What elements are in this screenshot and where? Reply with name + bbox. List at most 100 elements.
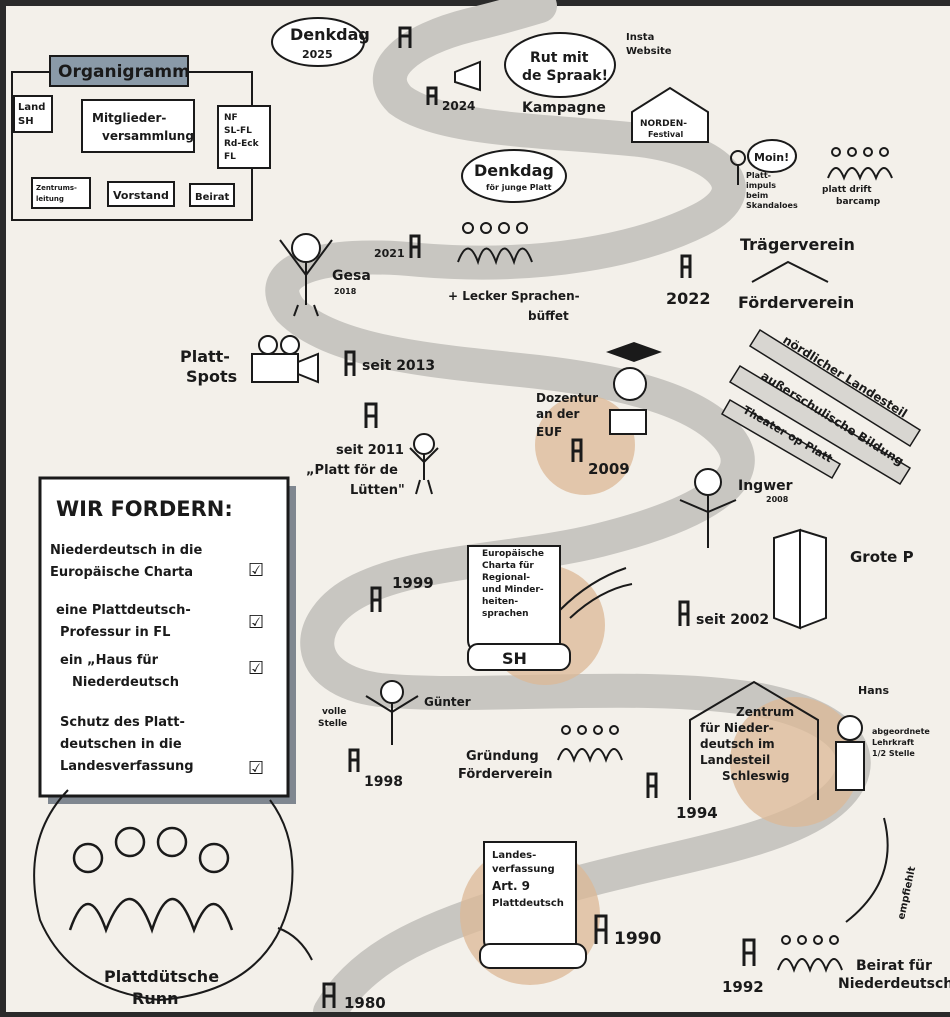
campaign: Rut mit de Spraak! 2024 Kampagne Insta W… bbox=[426, 32, 709, 143]
org-vorstand-label: Vorstand bbox=[113, 189, 169, 202]
festival-name: NORDEN- bbox=[640, 119, 687, 129]
insta-label: Insta bbox=[626, 32, 654, 43]
buffet-line2: büffet bbox=[528, 309, 569, 323]
people-group-icon bbox=[457, 222, 533, 266]
ingwer-name: Ingwer bbox=[738, 478, 793, 494]
book-icon bbox=[773, 528, 827, 630]
dozentur-line2: an der bbox=[536, 407, 580, 421]
chair-icon bbox=[571, 438, 583, 462]
year-2022: 2022 bbox=[666, 289, 711, 308]
festival-label: Festival bbox=[648, 130, 684, 139]
landesverfassung-scroll: Landes- verfassung Art. 9 Plattdeutsch bbox=[479, 841, 587, 969]
charta-line2: Charta für bbox=[482, 561, 534, 571]
zentrum-line4: Landesteil bbox=[700, 753, 770, 767]
person-icon bbox=[837, 715, 863, 741]
people-group-icon bbox=[68, 826, 234, 934]
charta-line4: und Minder- bbox=[482, 585, 544, 595]
megaphone-icon bbox=[454, 60, 481, 92]
guenter-name: Günter bbox=[424, 695, 471, 709]
hans-text-3: 1/2 Stelle bbox=[872, 749, 915, 758]
chair-icon bbox=[646, 772, 658, 798]
gesa-year: 2018 bbox=[334, 287, 357, 296]
festival-tent-icon bbox=[631, 86, 709, 143]
demand-4-line2: deutschen in die bbox=[60, 737, 182, 752]
checkbox-1: ☑ bbox=[248, 560, 264, 581]
zentrum-line3: deutsch im bbox=[700, 737, 775, 751]
dozentur-line3: EUF bbox=[536, 425, 562, 439]
demand-4-line3: Landesverfassung bbox=[60, 759, 194, 774]
person-icon bbox=[694, 468, 722, 496]
year-2021: 2021 bbox=[374, 247, 405, 260]
seit-2011-line2: „Platt för de bbox=[306, 463, 398, 478]
ingwer-year: 2008 bbox=[766, 495, 789, 504]
zentrum-line1: Zentrum bbox=[736, 705, 794, 719]
lv-line4: Plattdeutsch bbox=[492, 898, 564, 909]
plattspots-line2: Spots bbox=[186, 367, 237, 386]
year-1994: 1994 bbox=[676, 804, 718, 822]
chair-icon bbox=[348, 748, 360, 772]
beirat-line2: Niederdeutsch bbox=[838, 976, 950, 992]
campaign-bubble-line2: de Spraak! bbox=[522, 68, 608, 84]
guenter: Günter volle Stelle bbox=[318, 680, 471, 745]
organigramm-header bbox=[49, 55, 189, 87]
plattduetsche-runn: Plattdütsche Runn bbox=[33, 789, 313, 1008]
checkbox-4: ☑ bbox=[248, 758, 264, 779]
organigramm-title: Organigramm bbox=[58, 62, 190, 82]
campaign-label: Kampagne bbox=[522, 100, 606, 116]
people-group-icon bbox=[777, 935, 843, 973]
demand-4-line1: Schutz des Platt- bbox=[60, 715, 185, 730]
demand-3-line1: ein „Haus für bbox=[60, 653, 159, 668]
zentrum-line5: Schleswig bbox=[722, 769, 789, 783]
chair-icon bbox=[322, 982, 336, 1008]
year-1999: 1999 bbox=[392, 574, 434, 592]
charta-scroll: Europäische Charta für Regional- und Min… bbox=[467, 545, 633, 671]
film-camera-icon bbox=[251, 335, 319, 384]
org-mitglieder-label: Mitglieder- bbox=[92, 111, 166, 125]
verein-2022: 2022 Trägerverein Förderverein bbox=[666, 235, 855, 312]
seit-2011-line3: Lütten" bbox=[350, 483, 405, 498]
foerderverein-label: Förderverein bbox=[738, 293, 854, 312]
demand-3-line2: Niederdeutsch bbox=[72, 675, 179, 690]
denkdag-2025: Denkdag 2025 bbox=[271, 17, 412, 67]
hans-name: Hans bbox=[858, 684, 889, 697]
child-icon bbox=[413, 433, 435, 455]
stelle-label: Stelle bbox=[318, 719, 347, 729]
demands-title: WIR FORDERN: bbox=[56, 497, 233, 521]
charta-sh: SH bbox=[502, 649, 527, 668]
gruendung: Gründung Förderverein bbox=[458, 725, 623, 782]
dozentur-line1: Dozentur bbox=[536, 391, 598, 405]
graduation-cap-icon bbox=[606, 342, 662, 362]
seit-2011-line1: seit 2011 bbox=[336, 443, 404, 458]
traegerverein-label: Trägerverein bbox=[740, 235, 855, 254]
denkdag-jung-sub: för junge Platt bbox=[486, 183, 552, 192]
house-icon bbox=[689, 680, 819, 800]
chair-icon bbox=[742, 938, 756, 966]
moin-text-4: Skandaloes bbox=[746, 201, 798, 210]
person-icon bbox=[291, 233, 321, 263]
ingwer: Ingwer 2008 bbox=[679, 468, 793, 548]
charta-line3: Regional- bbox=[482, 573, 530, 583]
zentrum-house: Zentrum für Nieder- deutsch im Landestei… bbox=[689, 680, 819, 800]
buffet-line1: + Lecker Sprachen- bbox=[448, 289, 580, 303]
org-region-nf: NF bbox=[224, 113, 238, 123]
org-region-slfl: SL-FL bbox=[224, 126, 252, 136]
org-region-fl: FL bbox=[224, 152, 236, 162]
year-1992: 1992 bbox=[722, 978, 764, 996]
year-2009: 2009 bbox=[588, 460, 630, 478]
organigramm: Organigramm Land SH Mitglieder- versamml… bbox=[11, 55, 271, 221]
people-group-icon bbox=[827, 147, 893, 181]
chair-icon bbox=[680, 254, 692, 278]
plattspots: Platt- Spots seit 2013 bbox=[180, 335, 435, 386]
zentrum-line2: für Nieder- bbox=[700, 721, 774, 735]
charta-line6: sprachen bbox=[482, 609, 529, 619]
year-1998: 1998 bbox=[364, 774, 403, 790]
checkbox-3: ☑ bbox=[248, 658, 264, 679]
charta-line5: heiten- bbox=[482, 597, 518, 607]
quill-icon bbox=[559, 567, 633, 619]
circle-zentrum bbox=[730, 697, 860, 827]
gruendung-line1: Gründung bbox=[466, 749, 539, 764]
moin-text-3: beim bbox=[746, 191, 768, 200]
person-icon bbox=[613, 367, 647, 401]
demand-1-line2: Europäische Charta bbox=[50, 565, 193, 580]
